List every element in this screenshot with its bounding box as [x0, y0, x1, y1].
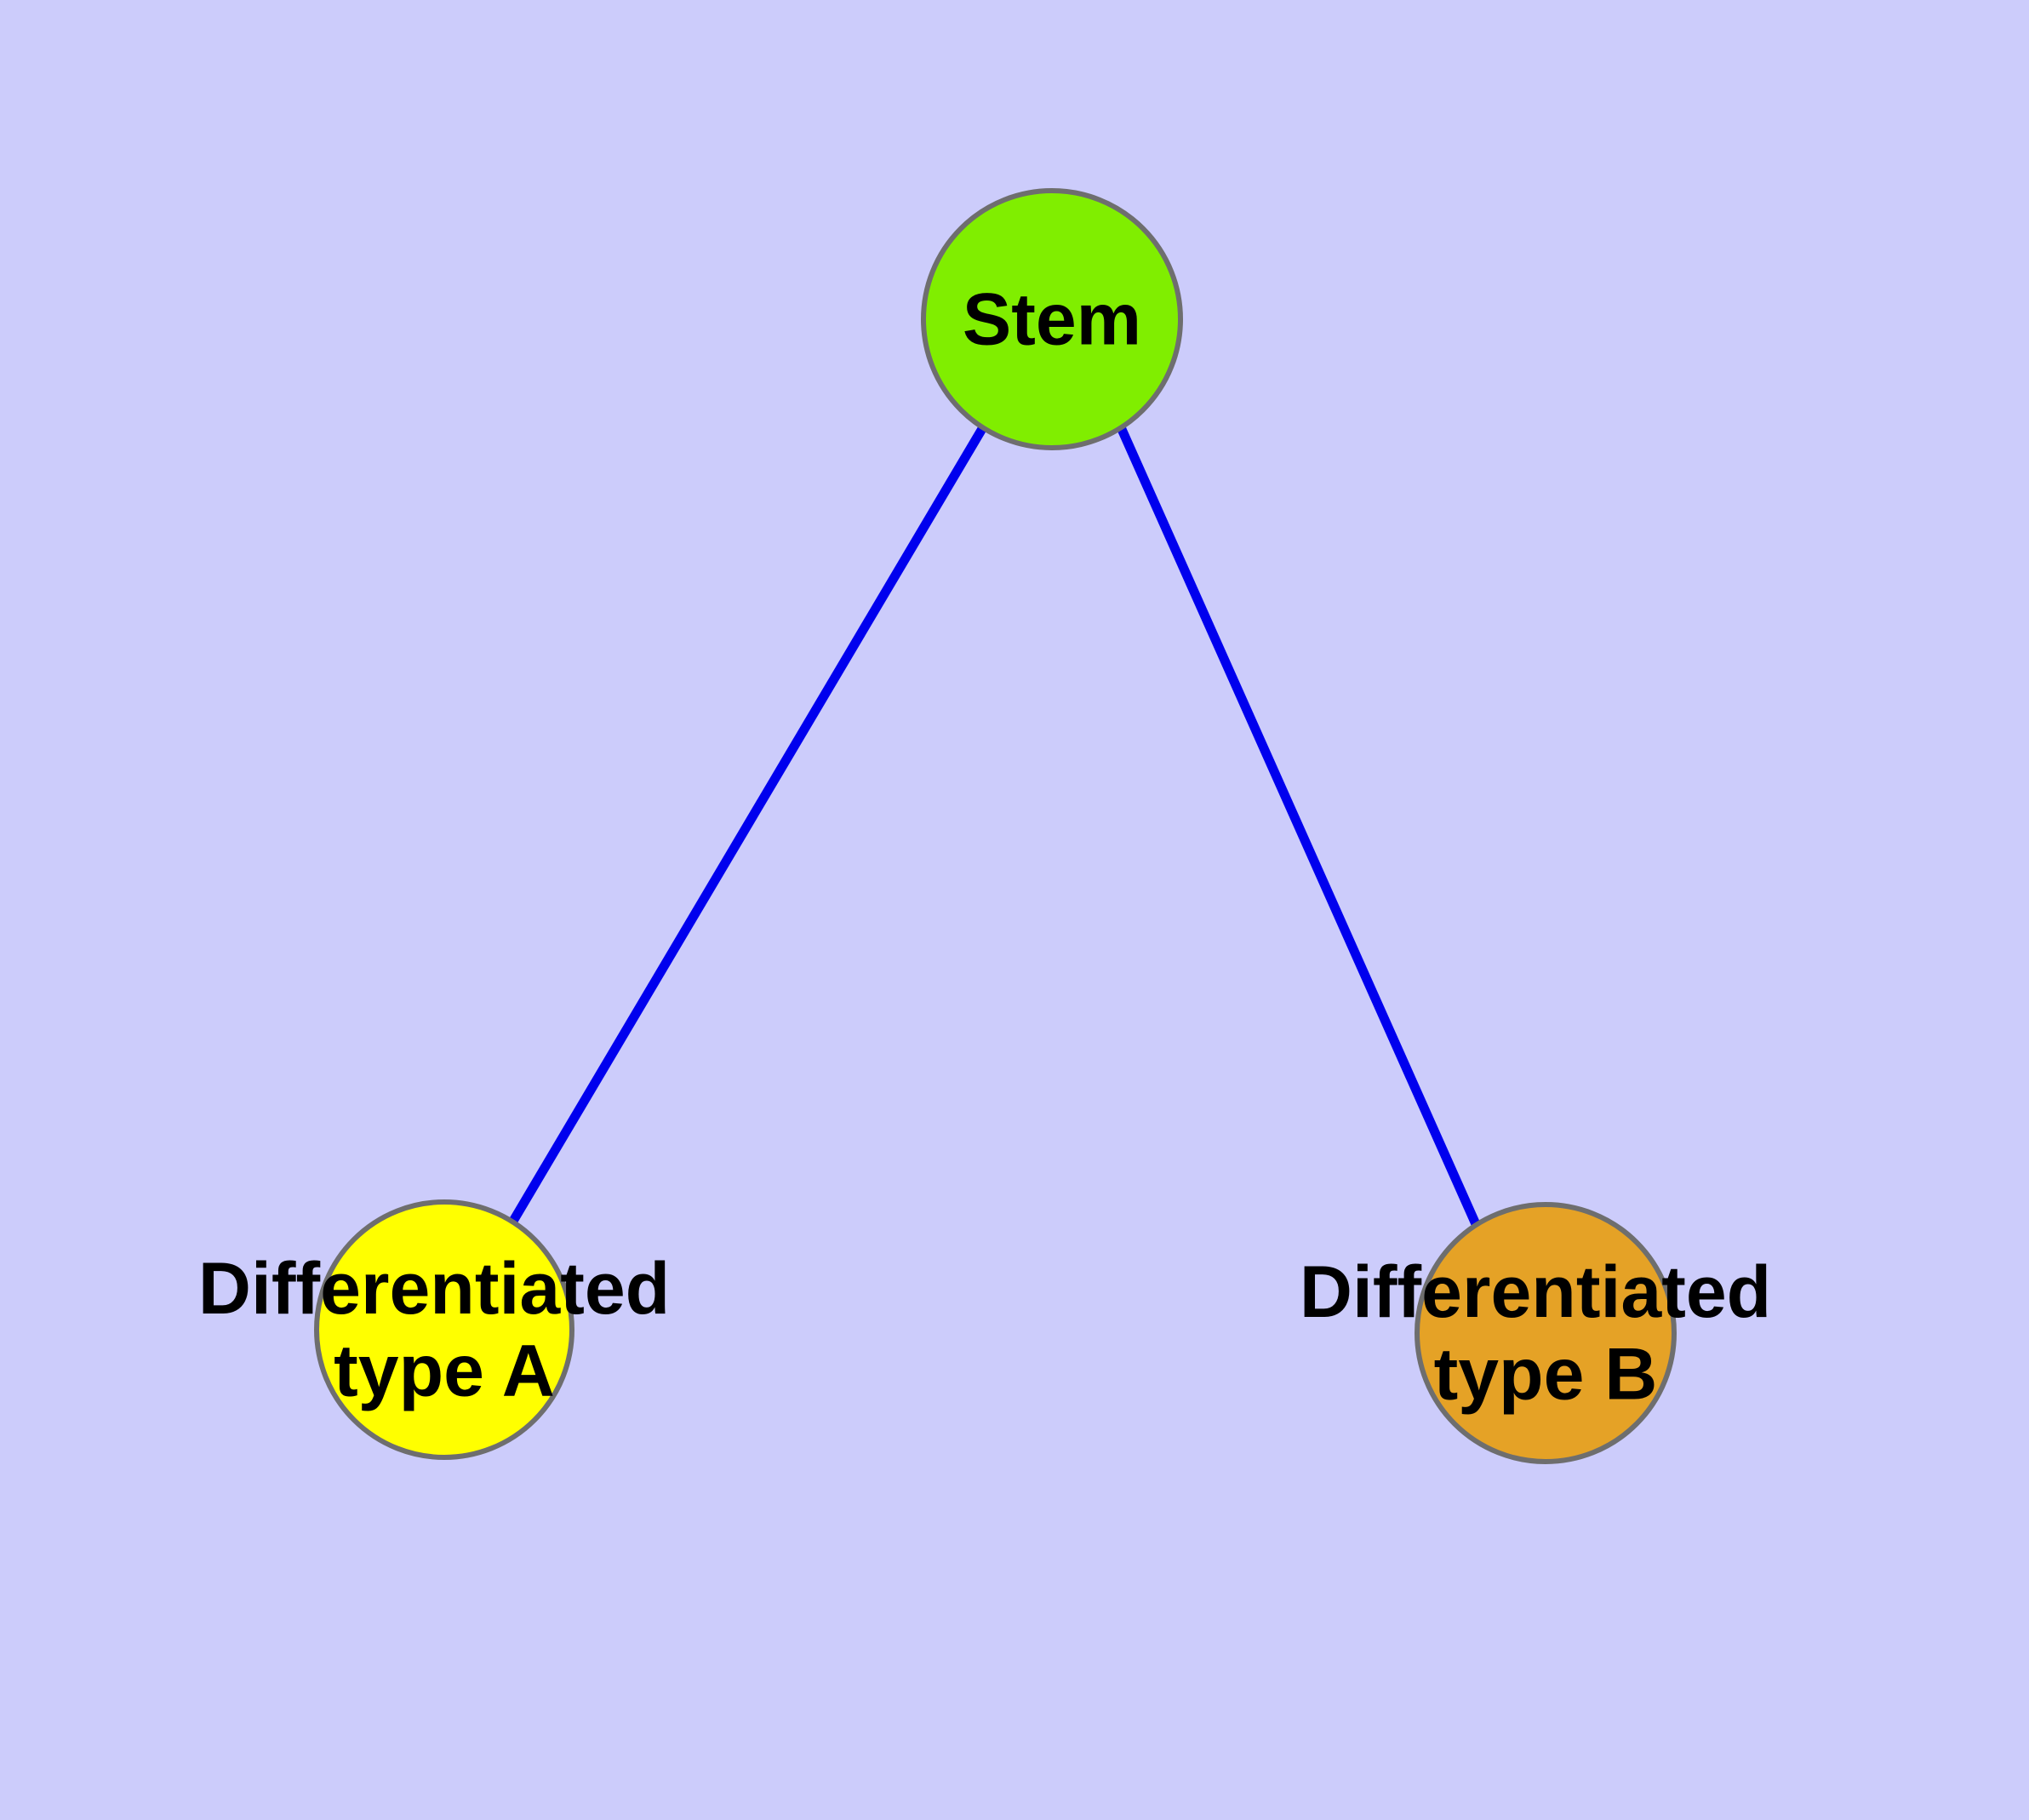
node-stem-label-line-1: Stem: [963, 278, 1141, 360]
node-differentiated-type-a-circle[interactable]: [314, 1199, 574, 1460]
node-differentiated-type-b-circle[interactable]: [1415, 1202, 1677, 1464]
node-differentiated-type-b[interactable]: Differentiated type B: [1300, 1202, 1792, 1464]
edge-stem-to-differentiated-type-b[interactable]: [1116, 425, 1481, 1227]
edge-stem-to-differentiated-type-a[interactable]: [508, 425, 987, 1225]
node-differentiated-type-a-label-line-1: Differentiated: [198, 1248, 670, 1330]
node-differentiated-type-b-label-line-1: Differentiated: [1300, 1251, 1771, 1333]
node-stem[interactable]: Stem: [921, 188, 1183, 450]
edges-layer: [508, 425, 1481, 1227]
node-differentiated-type-a[interactable]: Differentiated type A: [198, 1199, 690, 1460]
node-differentiated-type-b-label-line-2: type B: [1434, 1333, 1658, 1415]
node-stem-circle[interactable]: [921, 188, 1183, 450]
nodes-layer: Stem Differentiated type A Differentiate…: [198, 188, 1792, 1464]
node-differentiated-type-a-label: Differentiated type A: [198, 1243, 690, 1412]
node-differentiated-type-b-label: Differentiated type B: [1300, 1246, 1792, 1416]
node-stem-label: Stem: [963, 278, 1141, 360]
node-differentiated-type-a-label-line-2: type A: [334, 1330, 555, 1411]
